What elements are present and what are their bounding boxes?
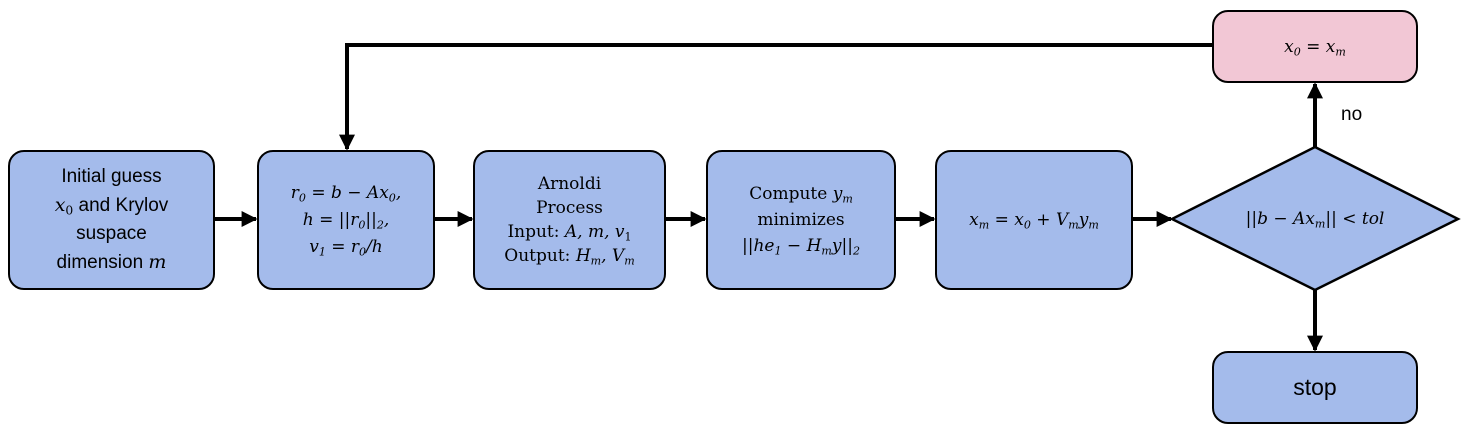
arrow-restart-loop [339,43,1212,151]
residual-box: r0 = b − Ax0, h = ||r0||2, v1 = r0/h [257,150,435,290]
compute-box: Compute ym minimizes ||he1 − Hmy||2 [706,150,896,290]
init-line-2: x0 and Krylov [54,194,169,218]
init-line-3: suspace [76,223,147,244]
init-line-4: dimension m [56,251,167,273]
init-box: Initial guess x0 and Krylov suspace dime… [8,150,215,290]
arnoldi-line-1: Arnoldi [537,174,602,194]
restart-box: x0 = xm [1212,10,1418,83]
stop-box: stop [1212,351,1418,424]
stop-label: stop [1293,374,1337,400]
init-line-1: Initial guess [61,166,162,187]
update-formula: xm = x0 + Vmym [969,210,1099,232]
update-box: xm = x0 + Vmym [935,150,1133,290]
residual-line-2: h = ||r0||2, [302,209,390,231]
residual-line-3: v1 = r0/h [309,236,383,258]
compute-line-2: minimizes [757,210,845,230]
residual-line-1: r0 = b − Ax0, [290,182,402,204]
compute-line-3: ||he1 − Hmy||2 [742,236,860,258]
arnoldi-line-2: Process [536,198,603,218]
arnoldi-output: Output: Hm, Vm [504,246,635,268]
decision-diamond [1169,145,1461,292]
decision-condition: ||b − Axm|| < tol [1245,209,1385,231]
arnoldi-box: Arnoldi Process Input: A, m, v1 Output: … [473,150,666,290]
restart-formula: x0 = xm [1284,36,1346,58]
arnoldi-input: Input: A, m, v1 [507,222,632,244]
compute-line-1: Compute ym [749,184,853,206]
no-label: no [1341,104,1363,125]
